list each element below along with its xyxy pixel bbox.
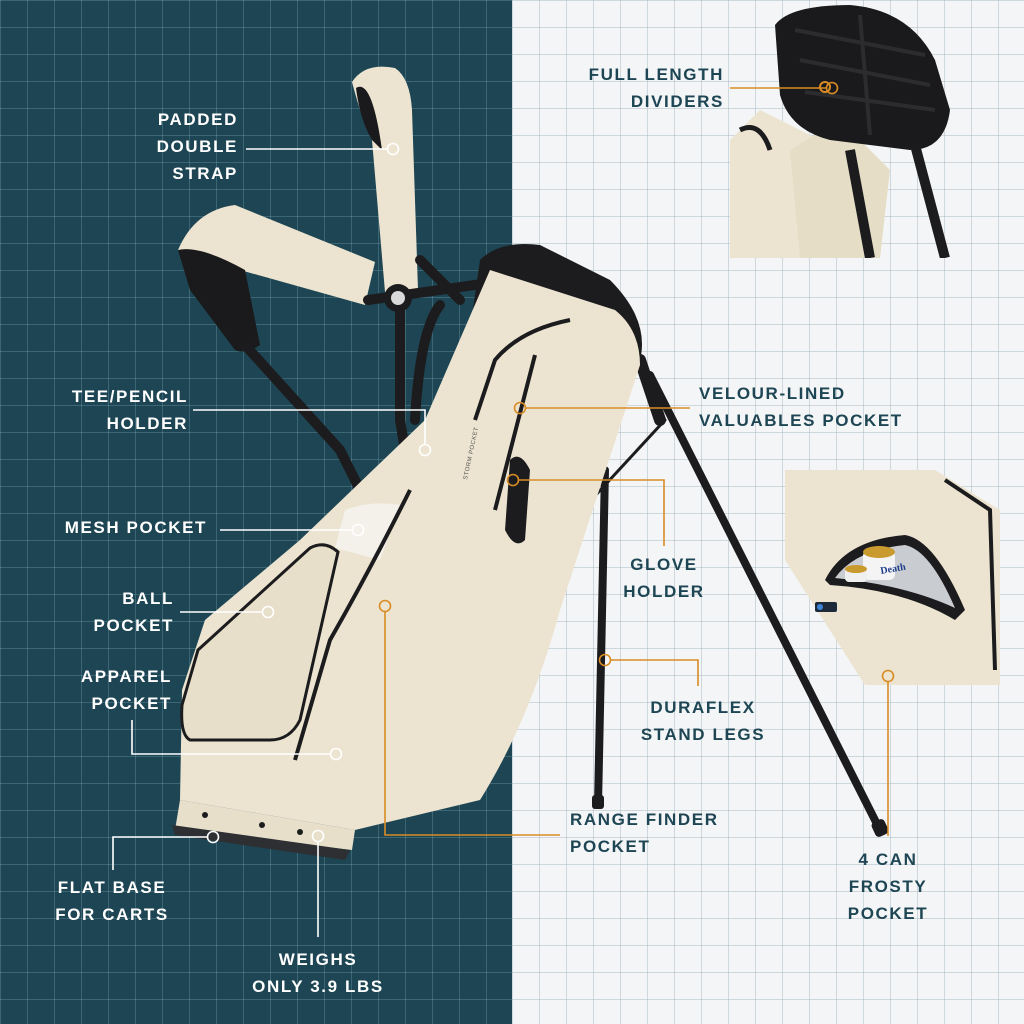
- callout-mesh-pocket: MESH POCKET: [65, 514, 207, 541]
- callout-text: STRAP: [172, 164, 238, 183]
- callout-text: APPAREL: [80, 667, 172, 686]
- callout-text: FULL LENGTH: [588, 65, 724, 84]
- callout-flat-base: FLAT BASE FOR CARTS: [52, 874, 172, 928]
- callout-text: HOLDER: [106, 414, 188, 433]
- callout-text: TEE/PENCIL: [71, 387, 188, 406]
- callout-text: RANGE FINDER: [570, 810, 719, 829]
- callout-text: POCKET: [570, 837, 651, 856]
- dividers-closeup-illustration: [730, 5, 950, 258]
- callout-text: GLOVE: [630, 555, 698, 574]
- callout-text: MESH POCKET: [64, 518, 207, 537]
- callout-text: VALUABLES POCKET: [699, 411, 903, 430]
- callout-glove-holder: GLOVE HOLDER: [614, 551, 714, 605]
- callout-text: POCKET: [91, 694, 172, 713]
- callout-text: DURAFLEX: [650, 698, 756, 717]
- callout-text: STAND LEGS: [640, 725, 766, 744]
- callout-text: POCKET: [847, 904, 929, 923]
- callout-tee-pencil-holder: TEE/PENCIL HOLDER: [72, 383, 188, 437]
- callout-text: HOLDER: [623, 582, 705, 601]
- callout-duraflex-stand-legs: DURAFLEX STAND LEGS: [628, 694, 778, 748]
- svg-text:Death: Death: [880, 562, 908, 577]
- callout-apparel-pocket: APPAREL POCKET: [81, 663, 172, 717]
- callout-text: WEIGHS: [278, 950, 358, 969]
- frosty-pocket-inset-photo: Death: [785, 470, 1003, 685]
- callout-velour-lined-pocket: VELOUR-LINED VALUABLES POCKET: [699, 380, 903, 434]
- callout-weight: WEIGHS ONLY 3.9 LBS: [248, 946, 388, 1000]
- callout-padded-double-strap: PADDED DOUBLE STRAP: [157, 106, 238, 187]
- callout-range-finder-pocket: RANGE FINDER POCKET: [570, 806, 719, 860]
- callout-text: POCKET: [93, 616, 174, 635]
- callout-text: FLAT BASE: [57, 878, 167, 897]
- callout-four-can-frosty-pocket: 4 CAN FROSTY POCKET: [838, 846, 938, 927]
- callout-text: FOR CARTS: [55, 905, 169, 924]
- callout-text: 4 CAN: [858, 850, 918, 869]
- callout-text: FROSTY: [848, 877, 928, 896]
- callout-text: BALL: [122, 589, 174, 608]
- dividers-inset-photo: [730, 0, 980, 258]
- stand-legs: [543, 354, 884, 834]
- callout-text: VELOUR-LINED: [699, 384, 846, 403]
- callout-text: DIVIDERS: [630, 92, 724, 111]
- callout-text: ONLY 3.9 LBS: [252, 977, 384, 996]
- callout-text: DOUBLE: [156, 137, 238, 156]
- callout-ball-pocket: BALL POCKET: [94, 585, 174, 639]
- callout-text: PADDED: [157, 110, 238, 129]
- callout-full-length-dividers: FULL LENGTH DIVIDERS: [589, 61, 724, 115]
- frosty-pocket-closeup-illustration: Death: [785, 470, 1000, 685]
